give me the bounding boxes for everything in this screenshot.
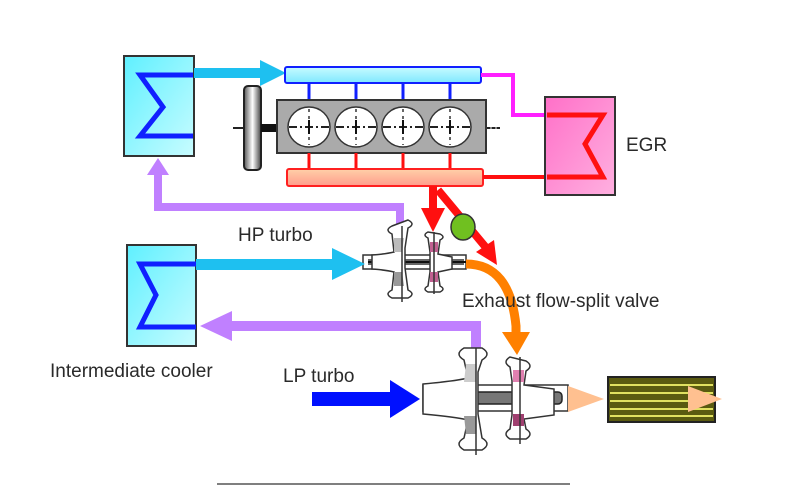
exhaust-to-hp-turbine-arrow [421, 186, 445, 232]
cylinder [428, 106, 472, 148]
flywheel [243, 85, 262, 171]
cylinder [381, 106, 425, 148]
exhaust-outlet-arrow [568, 386, 604, 412]
intake-runners [307, 83, 452, 100]
intercooled-air-arrow [196, 248, 365, 280]
hp-turbo-label: HP turbo [238, 225, 313, 246]
hp-turbo [362, 219, 470, 302]
flow-split-valve[interactable] [450, 213, 476, 241]
lp-turbo [422, 347, 569, 455]
egr-cooler [544, 96, 616, 196]
egr-label: EGR [626, 135, 667, 156]
intermediate-cooler [126, 244, 197, 347]
intake-manifold [284, 66, 482, 84]
exhaust-runners [307, 153, 452, 169]
cylinder [287, 106, 331, 148]
cylinder [334, 106, 378, 148]
intake-air-arrow [194, 60, 286, 86]
charge-air-cooler [123, 55, 195, 157]
cylinders [287, 106, 472, 148]
aftertreatment-device [607, 376, 722, 423]
exhaust-manifold [286, 168, 484, 187]
hp-compressed-air-arrow [147, 158, 404, 230]
exhaust-valve-label: Exhaust flow-split valve [462, 291, 659, 312]
egr-return-line [481, 73, 548, 117]
intermediate-cooler-label: Intermediate cooler [50, 361, 213, 382]
lp-compressed-air-arrow [200, 311, 481, 350]
turbine-exhaust-arrow [465, 259, 530, 355]
lp-intake-air-arrow [312, 380, 420, 418]
lp-turbo-label: LP turbo [283, 366, 354, 387]
